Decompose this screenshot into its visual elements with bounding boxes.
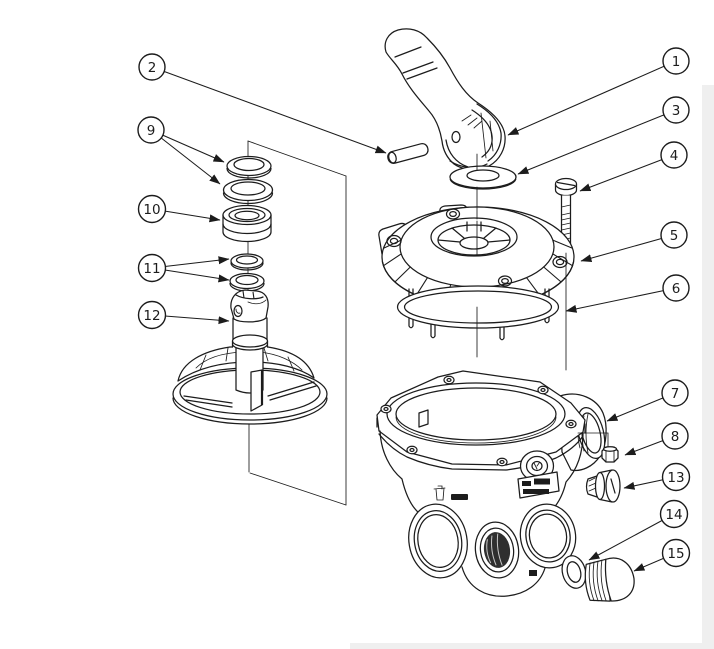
part-10-seal [222, 204, 272, 243]
callout-13-label: 13 [667, 470, 684, 486]
scan-shadow-right [702, 85, 714, 649]
grip-band [394, 46, 422, 58]
part-15-plug [584, 557, 635, 602]
callout-14 [659, 499, 689, 529]
callout-4 [660, 141, 688, 169]
nut-construction-line [577, 432, 609, 449]
leader-4 [579, 154, 675, 192]
callout-3 [662, 96, 690, 124]
callout-2 [138, 53, 166, 81]
part-13-drain-plug [585, 469, 621, 503]
part-7-valve-body [376, 370, 621, 597]
body-port-left [408, 503, 468, 579]
callout-15 [661, 538, 691, 568]
body-port-center [474, 521, 520, 579]
leader-2 [151, 66, 387, 154]
callout-2-label: 2 [148, 60, 157, 76]
callout-10-label: 10 [143, 202, 160, 218]
assembly-centerlines [248, 153, 567, 473]
callout-5 [660, 221, 688, 249]
leader-3 [517, 109, 677, 175]
part-11-o-rings [229, 253, 265, 292]
callout-6 [662, 274, 690, 302]
callout-8 [661, 422, 689, 450]
plug-cap [604, 557, 635, 602]
body-flange-holes [380, 375, 577, 467]
callout-9 [137, 116, 165, 144]
callout-8-label: 8 [671, 429, 680, 445]
rotor-vane [250, 369, 263, 412]
part-12-rotor [172, 289, 328, 425]
callout-1-label: 1 [672, 54, 681, 70]
body-port-right [519, 503, 577, 569]
callout-7-label: 7 [671, 386, 680, 402]
callout-5-label: 5 [670, 228, 679, 244]
part-6-o-ring [396, 285, 560, 329]
leader-5 [580, 234, 675, 263]
rotor-spokes [183, 381, 317, 408]
part-3-washer [449, 165, 517, 190]
part-9-o-rings [222, 155, 274, 205]
part-2-pin [387, 142, 429, 164]
callout-10 [137, 194, 167, 224]
screw-slot [556, 181, 576, 187]
part-1-handle [384, 28, 506, 171]
leader-6 [565, 287, 677, 313]
callout-6-label: 6 [672, 281, 681, 297]
callout-11-label: 11 [143, 261, 160, 277]
leader-1 [507, 60, 677, 136]
callout-13 [661, 462, 691, 492]
callout-14-label: 14 [665, 507, 682, 523]
leader-9b [150, 129, 221, 185]
callout-11 [137, 253, 167, 283]
callout-7 [661, 379, 689, 407]
callout-4-label: 4 [670, 148, 679, 164]
callout-15-label: 15 [667, 546, 684, 562]
callout-12 [137, 300, 167, 330]
part-14-gasket [561, 555, 587, 589]
part-8-nut [601, 446, 619, 463]
scan-shadow-bottom [350, 643, 714, 649]
callout-9-label: 9 [147, 123, 156, 139]
waste-symbol [433, 485, 468, 501]
handle-pin-hole [451, 130, 461, 144]
callouts: 1 2 3 4 5 6 7 8 9 10 11 12 13 14 15 [137, 47, 691, 568]
leader-14 [588, 513, 675, 561]
callout-3-label: 3 [672, 103, 681, 119]
callout-1 [662, 47, 690, 75]
body-bottom-boss [461, 566, 546, 597]
callout-12-label: 12 [143, 308, 160, 324]
rotor-dome [177, 346, 315, 382]
